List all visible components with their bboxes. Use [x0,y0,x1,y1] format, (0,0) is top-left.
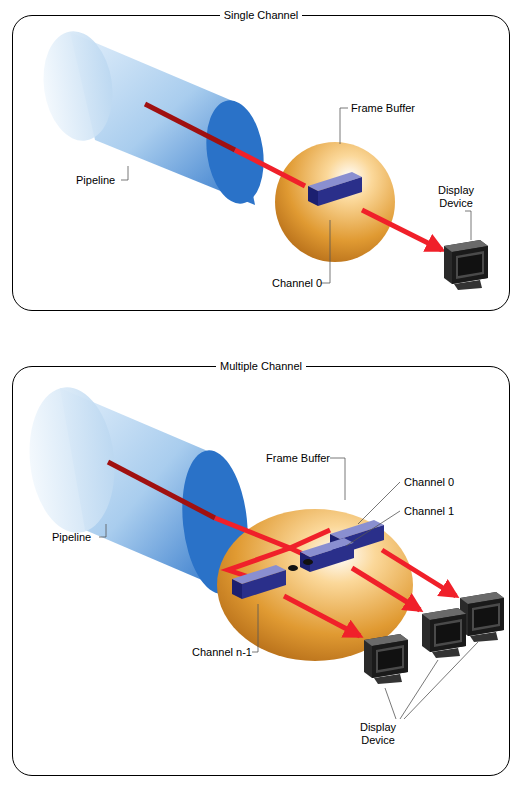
panel-title-wrap: Single Channel [13,8,509,22]
part-label: Channel 1 [404,505,454,518]
panel-title: Single Channel [220,9,303,21]
part-label: Display Device [433,184,479,210]
part-label: Pipeline [76,174,115,187]
part-label: Channel 0 [272,277,322,290]
part-label: Frame Buffer [266,452,330,465]
part-label: Pipeline [52,531,91,544]
part-label: Channel n-1 [192,646,252,659]
panel-frame: Single Channel [12,15,510,311]
part-label: Frame Buffer [351,102,415,115]
part-label: Display Device [355,721,401,747]
panel-title-wrap: Multiple Channel [13,359,509,373]
part-label: Channel 0 [404,476,454,489]
panel-frame: Multiple Channel [12,366,510,776]
panel-title: Multiple Channel [216,360,306,372]
